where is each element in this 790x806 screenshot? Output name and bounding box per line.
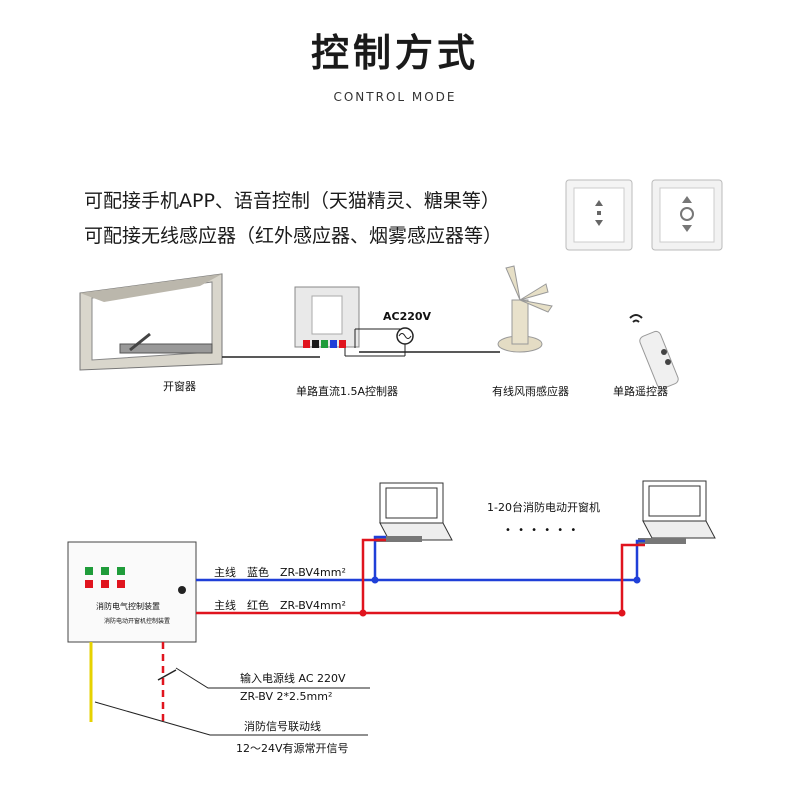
page-title: 控制方式	[310, 31, 479, 75]
power-label: AC220V	[383, 310, 432, 323]
controller-label: 单路直流1.5A控制器	[296, 385, 399, 398]
power-input-label: 输入电源线 AC 220V	[240, 672, 346, 685]
remote-label: 单路遥控器	[613, 385, 668, 398]
blue-line-label: 主线 蓝色 ZR-BV4mm²	[214, 566, 346, 579]
controller-box	[294, 286, 360, 348]
feature-wireless-sensor: 可配接无线感应器（红外感应器、烟雾感应器等）	[84, 225, 503, 247]
panel-title: 消防电气控制装置	[96, 602, 160, 611]
fire-control-panel	[67, 541, 197, 643]
sensor-label: 有线风雨感应器	[492, 385, 569, 398]
page-subtitle: CONTROL MODE	[333, 90, 457, 104]
remote-control	[629, 314, 679, 390]
window-opener	[79, 273, 223, 371]
signal-line-label: 消防信号联动线	[244, 720, 321, 733]
panel-subtitle: 消防电动开窗机控制装置	[104, 618, 171, 625]
fire-window-2	[638, 480, 716, 544]
windows-count-label: 1-20台消防电动开窗机	[487, 501, 600, 514]
wall-switch-2	[651, 179, 723, 251]
opener-label: 开窗器	[163, 380, 196, 393]
wall-switch-1	[565, 179, 633, 251]
rain-sensor	[497, 265, 553, 353]
power-spec-label: ZR-BV 2*2.5mm²	[240, 690, 333, 703]
red-line-label: 主线 红色 ZR-BV4mm²	[214, 599, 346, 612]
fire-window-1	[376, 482, 453, 542]
ellipsis-dots: • • • • • •	[505, 525, 579, 536]
feature-app-voice: 可配接手机APP、语音控制（天猫精灵、糖果等）	[84, 190, 500, 212]
signal-spec-label: 12～24V有源常开信号	[236, 742, 349, 755]
